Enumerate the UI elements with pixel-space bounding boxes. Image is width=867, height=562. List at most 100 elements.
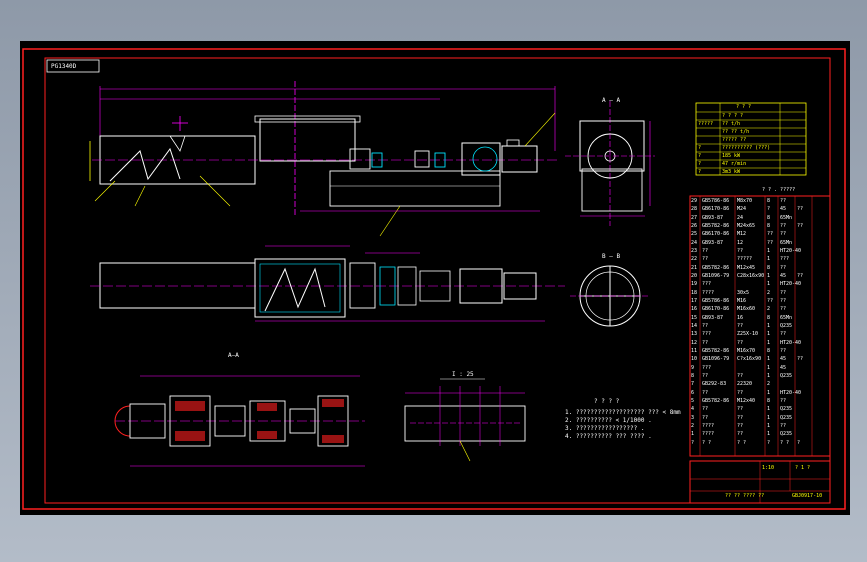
bom-cell: ?? <box>767 298 774 304</box>
bom-cell: 22320 <box>737 381 753 388</box>
elevation-view <box>89 81 560 237</box>
shaft-detail <box>114 375 365 467</box>
flange-detail <box>404 378 526 462</box>
cad-drawing-canvas[interactable]: PG1340D A — A A—A B — B I : 25 ? ? ? ? 1… <box>20 41 850 515</box>
bom-cell: ???? <box>702 423 715 429</box>
bom-cell: ?? <box>780 198 787 204</box>
bom-cell: 1 <box>767 389 771 396</box>
bom-cell: 1 <box>767 364 771 371</box>
section-a-label: A — A <box>602 97 621 104</box>
bom-cell: 13 <box>691 331 698 338</box>
bom-cell: Q235 <box>780 373 793 379</box>
bom-cell: 26 <box>691 223 698 229</box>
spec-cell: 3m3 kW <box>722 169 741 175</box>
bom-cell: 20 <box>691 273 698 279</box>
note-line: 3. ????????????????? . <box>565 425 645 432</box>
side-view <box>565 101 655 226</box>
bom-cell: 2 <box>767 306 771 313</box>
bom-cell: 1 <box>767 323 771 329</box>
bom-cell: GB1096-79 <box>702 273 730 279</box>
bom-cell: M24x65 <box>737 223 756 229</box>
bom-cell: GB5782-86 <box>702 264 730 271</box>
bom-cell: 29 <box>691 198 698 204</box>
spec-cell: 47 r/min <box>722 161 747 167</box>
bom-cell: 10 <box>691 356 698 363</box>
bom-cell: ?? <box>797 223 804 229</box>
bom-cell: C28x16x90 <box>737 273 765 279</box>
bom-cell: ????? <box>737 256 753 263</box>
bom-cell: 1 <box>691 431 695 438</box>
bom-cell: ??? <box>702 281 712 288</box>
bom-cell: 1 <box>767 423 771 429</box>
bom-header-cell: ? <box>691 439 695 446</box>
bom-cell: ?? <box>702 406 709 413</box>
title-block-sheet: ? 1 ? <box>795 465 811 471</box>
bom-cell: 18 <box>691 289 698 296</box>
bom-cell: ?? <box>737 248 744 254</box>
note-line: 1. ??????????????????? ??? < 8mm <box>565 409 681 416</box>
section-view-label: A—A <box>228 352 239 359</box>
spec-cell: ?? ?? t/h <box>722 129 750 135</box>
bom-cell: 24 <box>691 239 698 246</box>
bom-cell: 1 <box>767 431 771 438</box>
bom-cell: ?? <box>767 231 774 238</box>
bom-cell: 1 <box>767 281 771 288</box>
bom-cell: ?? <box>737 339 744 346</box>
bom-cell: ?? <box>702 248 709 254</box>
bom-cell: 30x5 <box>737 289 750 296</box>
bom-cell: HT20-40 <box>780 339 802 346</box>
bom-header-cell: ? ? <box>780 439 790 446</box>
section-b <box>570 265 650 327</box>
bom-cell: GB6170-86 <box>702 231 730 238</box>
bom-cell: ?? <box>780 264 787 271</box>
outer-frame <box>22 48 846 510</box>
bom-cell: 1 <box>767 406 771 413</box>
bom-cell: 1 <box>767 256 771 263</box>
bom-cell: Q235 <box>780 414 793 421</box>
bom-cell: 1 <box>767 373 771 379</box>
bom-cell: 8 <box>767 223 771 229</box>
bom-cell: 45 <box>780 356 787 363</box>
bom-cell: 11 <box>691 348 698 354</box>
bom-cell: M16x60 <box>737 306 756 313</box>
spec-cell: ? ? ? ? <box>722 113 744 119</box>
bom-cell: ?? <box>780 398 787 404</box>
stamp-label: PG1340D <box>51 63 77 70</box>
plan-view <box>90 245 565 322</box>
title-block-scale: 1:10 <box>762 465 775 471</box>
bom-cell: Q235 <box>780 431 793 438</box>
bom-cell: M16x70 <box>737 348 756 354</box>
bom-cell: ?? <box>780 289 787 296</box>
stamp-box <box>46 59 100 73</box>
bom-cell: 27 <box>691 214 698 221</box>
bom-cell: GB5786-86 <box>702 298 730 304</box>
bom-cell: ?? <box>702 373 709 379</box>
bom-cell: ?? <box>737 389 744 396</box>
bom-cell: 2 <box>767 289 771 296</box>
bom-cell: 5 <box>691 398 695 404</box>
notes-title: ? ? ? ? <box>594 398 620 405</box>
bom-cell: GB93-87 <box>702 239 724 246</box>
bom-cell: 6 <box>691 389 695 396</box>
bom-cell: ???? <box>702 289 715 296</box>
spec-cell: ????? <box>698 121 714 127</box>
section-b-label: B — B <box>602 253 621 260</box>
bom-cell: GB6170-86 <box>702 306 730 313</box>
bom-cell: 1 <box>767 248 771 254</box>
bom-cell: 16 <box>691 306 698 313</box>
bom-cell: ?? <box>737 431 744 438</box>
bom-cell: 2 <box>691 423 695 429</box>
detail-scale-label: I : 25 <box>452 371 474 378</box>
bom-cell: ?? <box>780 348 787 354</box>
title-block-name: ?? ?? ???? ?? <box>725 493 765 499</box>
bom-cell: ??? <box>702 364 712 371</box>
bom-cell: 8 <box>767 348 771 354</box>
bom-cell: 28 <box>691 206 698 213</box>
bom-cell: ?? <box>737 323 744 329</box>
bom-cell: ?? <box>702 339 709 346</box>
bom-cell: ?? <box>780 423 787 429</box>
bom-cell: 19 <box>691 281 698 288</box>
bom-header-cell: ? ? <box>737 439 747 446</box>
spec-cell: ? <box>698 161 702 167</box>
bom-cell: M16 <box>737 298 747 304</box>
